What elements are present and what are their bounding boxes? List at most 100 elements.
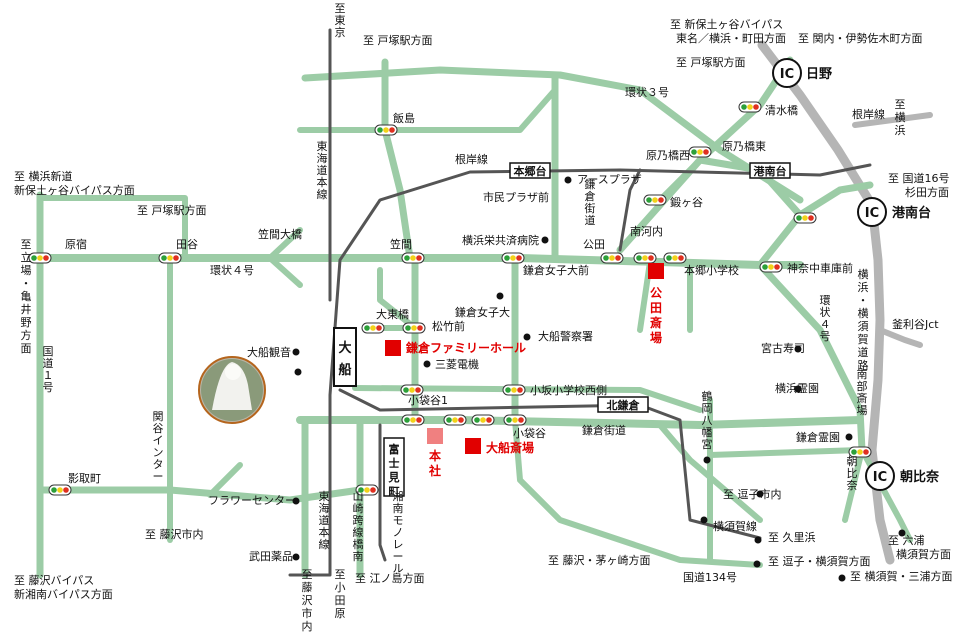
dest-hodogaya-bypass-left: 新保土ヶ谷バイパス方面 [14, 183, 135, 197]
rail-tokaido-2: 東海道本線 [319, 490, 330, 551]
family-hall-label: 鎌倉ファミリーホール [405, 340, 526, 355]
dest-yokosuka: 横須賀方面 [896, 547, 951, 561]
landmark-dot-icon [496, 292, 504, 300]
ix-kanagawa-shako: 神奈中車庫前 [787, 261, 853, 275]
ic-label-konandai: 港南台 [892, 205, 931, 221]
road-kanjo4-b: 環状４号 [820, 294, 831, 343]
facility-ofuna-saijo: 大船斎場 [465, 438, 534, 455]
facility-honsha: 本社 [427, 428, 443, 478]
landmark-dot-icon [700, 516, 708, 524]
road-sekiya-ic: 関谷インター [153, 410, 164, 483]
landmark-dot-icon [523, 333, 531, 341]
ix-kasama: 笠間 [390, 237, 412, 251]
ix-haranobashi-nishi: 原乃橋西 [646, 148, 690, 162]
station-ofuna: 大 船 [333, 327, 357, 387]
ix-nanbu-saijo: 南部斎場 [857, 368, 868, 417]
dest-fujisawa-city2: 至藤沢市内 [302, 568, 313, 633]
ix-kobukuroya: 小袋谷 [513, 426, 546, 440]
landmark-dot-icon [292, 497, 300, 505]
traffic-signal-icon [502, 384, 526, 396]
road-national134: 国道134号 [683, 570, 737, 584]
lm-tsurugaoka: 鶴岡八幡宮 [702, 389, 713, 451]
traffic-signal-icon [793, 212, 817, 224]
dest-tokyo: 至東京 [335, 2, 346, 39]
ix-kuden: 公田 [583, 238, 605, 251]
traffic-signal-icon [471, 414, 495, 426]
traffic-signal-icon [688, 146, 712, 158]
station-fujimicho-label: 富士見町 [388, 442, 400, 498]
traffic-signal-icon [633, 252, 657, 264]
landmark-dot-icon [294, 368, 302, 376]
traffic-signal-icon [401, 252, 425, 264]
road-kanjo3: 環状３号 [625, 85, 669, 99]
landmark-dot-icon [754, 536, 762, 544]
dest-yokosuka-miura: 至 横須賀・三浦方面 [850, 569, 953, 583]
lm-earth-plaza: アースプラザ [577, 173, 642, 186]
honsha-label: 本社 [428, 448, 441, 478]
lm-flower-center: フラワーセンター [208, 494, 296, 507]
interchange-konandai: IC 港南台 [857, 197, 931, 227]
ix-shimin-plaza: 市民プラザ前 [483, 190, 549, 204]
traffic-signal-icon [663, 252, 687, 264]
road-national1: 国道１号 [43, 345, 54, 394]
lm-takeda: 武田薬品 [249, 550, 293, 563]
ix-taya: 田谷 [176, 238, 198, 251]
ofuna-saijo-label: 大船斎場 [486, 440, 534, 455]
dest-enoshima: 至 江ノ島方面 [355, 571, 425, 585]
dest-fujisawa-chigasaki: 至 藤沢・茅ヶ崎方面 [548, 553, 651, 567]
road-kanjo4: 環状４号 [210, 263, 254, 277]
hall-marker-icon [465, 438, 481, 454]
lm-yokohama-kyosai: 横浜栄共済病院 [462, 233, 539, 247]
dest-totsuka-ne: 至 戸塚駅方面 [676, 55, 746, 69]
ix-matsutakemae: 松竹前 [432, 319, 465, 333]
hall-marker-icon [385, 340, 401, 356]
traffic-signal-icon [443, 414, 467, 426]
dest-kurihama: 至 久里浜 [768, 531, 816, 544]
landmark-dot-icon [794, 345, 802, 353]
landmark-dot-icon [423, 360, 431, 368]
dest-yokohama-shindo: 至 横浜新道 [14, 169, 73, 183]
landmark-dot-icon [845, 433, 853, 441]
station-kitakamakura-label: 北鎌倉 [607, 398, 641, 412]
ix-kamakura-joshidai-mae: 鎌倉女子大前 [523, 263, 589, 277]
map-labels: 至東京至 戸塚駅方面至 新保土ヶ谷バイパス東名／横浜・町田方面至 関内・伊勢佐木… [14, 2, 953, 633]
station-konandai-label: 港南台 [754, 164, 787, 178]
traffic-signal-icon [28, 252, 52, 264]
ic-label-hino: 日野 [806, 67, 832, 82]
dest-kannai: 至 関内・伊勢佐木町方面 [798, 31, 923, 45]
dest-odawara: 至小田原 [335, 568, 346, 620]
ic-symbol: IC [865, 206, 879, 221]
facility-family-hall: 鎌倉ファミリーホール [385, 340, 526, 356]
road-kamakura-kaido: 鎌倉街道 [585, 177, 596, 227]
rail-negishi-right: 根岸線 [852, 107, 885, 121]
facility-kuden-saijo: 公田斎場 [648, 263, 664, 345]
dest-hodogaya-bypass: 至 新保土ヶ谷バイパス [670, 17, 783, 31]
station-ofuna-label-2: 船 [338, 362, 351, 378]
traffic-signals [28, 101, 872, 496]
landmark-dot-icon [292, 553, 300, 561]
traffic-signal-icon [503, 414, 527, 426]
station-konandai: 港南台 [749, 162, 791, 179]
landmark-dot-icon [753, 560, 761, 568]
traffic-signal-icon [48, 484, 72, 496]
head-office-marker-icon [427, 428, 443, 444]
landmark-dot-icon [794, 385, 802, 393]
landmark-dot-icon [564, 176, 572, 184]
traffic-signal-icon [759, 261, 783, 273]
ic-symbol: IC [780, 67, 794, 82]
ix-kajigaya: 鍛ヶ谷 [670, 195, 703, 209]
lm-ofuna-kannon: 大船観音 [247, 345, 291, 359]
traffic-signal-icon [402, 322, 426, 334]
kannon-statue-photo [198, 356, 266, 424]
road-yokohama-yokosuka: 横浜・横須賀道路 [858, 267, 869, 372]
dest-fujisawa-bypass: 至 藤沢バイパス [14, 573, 94, 587]
ix-kamakura-reien: 鎌倉霊園 [796, 430, 840, 444]
lm-ofuna-police: 大船警察署 [538, 329, 593, 343]
road-yamazaki-bridge: 山崎跨線橋南 [353, 490, 364, 563]
dest-zushi-city: 至 逗子市内 [723, 487, 782, 501]
traffic-signal-icon [738, 101, 762, 113]
ix-harajuku: 原宿 [65, 237, 87, 251]
landmark-dot-icon [756, 490, 764, 498]
